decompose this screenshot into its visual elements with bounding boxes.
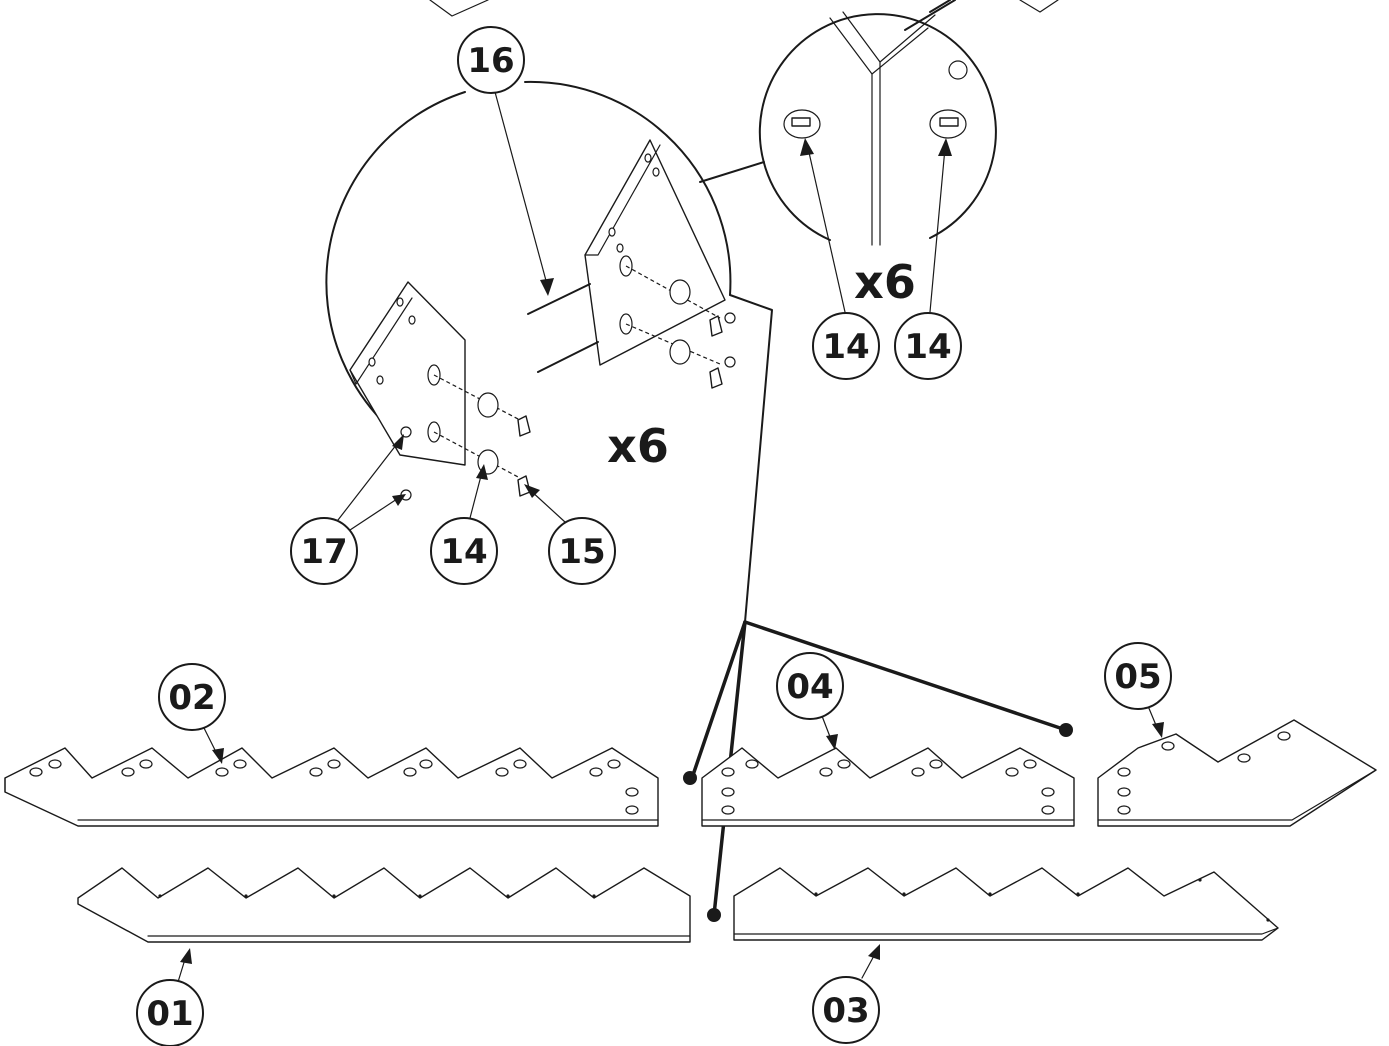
callout-02: 02	[158, 663, 226, 764]
svg-text:14: 14	[822, 327, 869, 367]
part-01-panel	[77, 867, 691, 943]
svg-text:14: 14	[440, 532, 487, 572]
detail-circle-right	[699, 0, 997, 246]
detail-circle-left	[325, 80, 773, 623]
callout-15: 15	[524, 484, 616, 585]
callout-14-left: 14	[430, 464, 498, 585]
svg-text:04: 04	[786, 667, 833, 707]
top-cutoff-parts	[429, 0, 1059, 17]
part-03-panel	[733, 867, 1279, 941]
quantity-right: x6	[854, 255, 916, 309]
svg-text:01: 01	[146, 994, 193, 1034]
svg-text:16: 16	[467, 41, 514, 81]
dowel-top	[527, 283, 591, 315]
quantity-left: x6	[607, 419, 669, 473]
corner-plate-left	[349, 281, 466, 466]
callout-16: 16	[457, 26, 554, 296]
svg-text:02: 02	[168, 678, 215, 718]
callout-03: 03	[812, 944, 880, 1044]
part-02-panel	[4, 747, 659, 827]
part-05-panel	[1097, 719, 1377, 827]
svg-text:17: 17	[300, 532, 347, 572]
dowel-bottom	[537, 341, 599, 373]
corner-plate-right	[584, 139, 726, 366]
svg-text:15: 15	[558, 532, 605, 572]
svg-text:14: 14	[904, 327, 951, 367]
cam-lock-left-top	[477, 392, 499, 418]
part-04-panel	[701, 747, 1075, 827]
callout-17: 17	[290, 434, 406, 585]
svg-text:03: 03	[822, 991, 869, 1031]
callout-14-right-b: 14	[894, 138, 962, 380]
callout-04: 04	[776, 652, 844, 750]
cam-bolt-left-top	[517, 415, 531, 437]
callout-01: 01	[136, 948, 204, 1046]
callout-05: 05	[1104, 642, 1172, 738]
callout-14-right-a: 14	[800, 138, 880, 380]
svg-text:05: 05	[1114, 657, 1161, 697]
